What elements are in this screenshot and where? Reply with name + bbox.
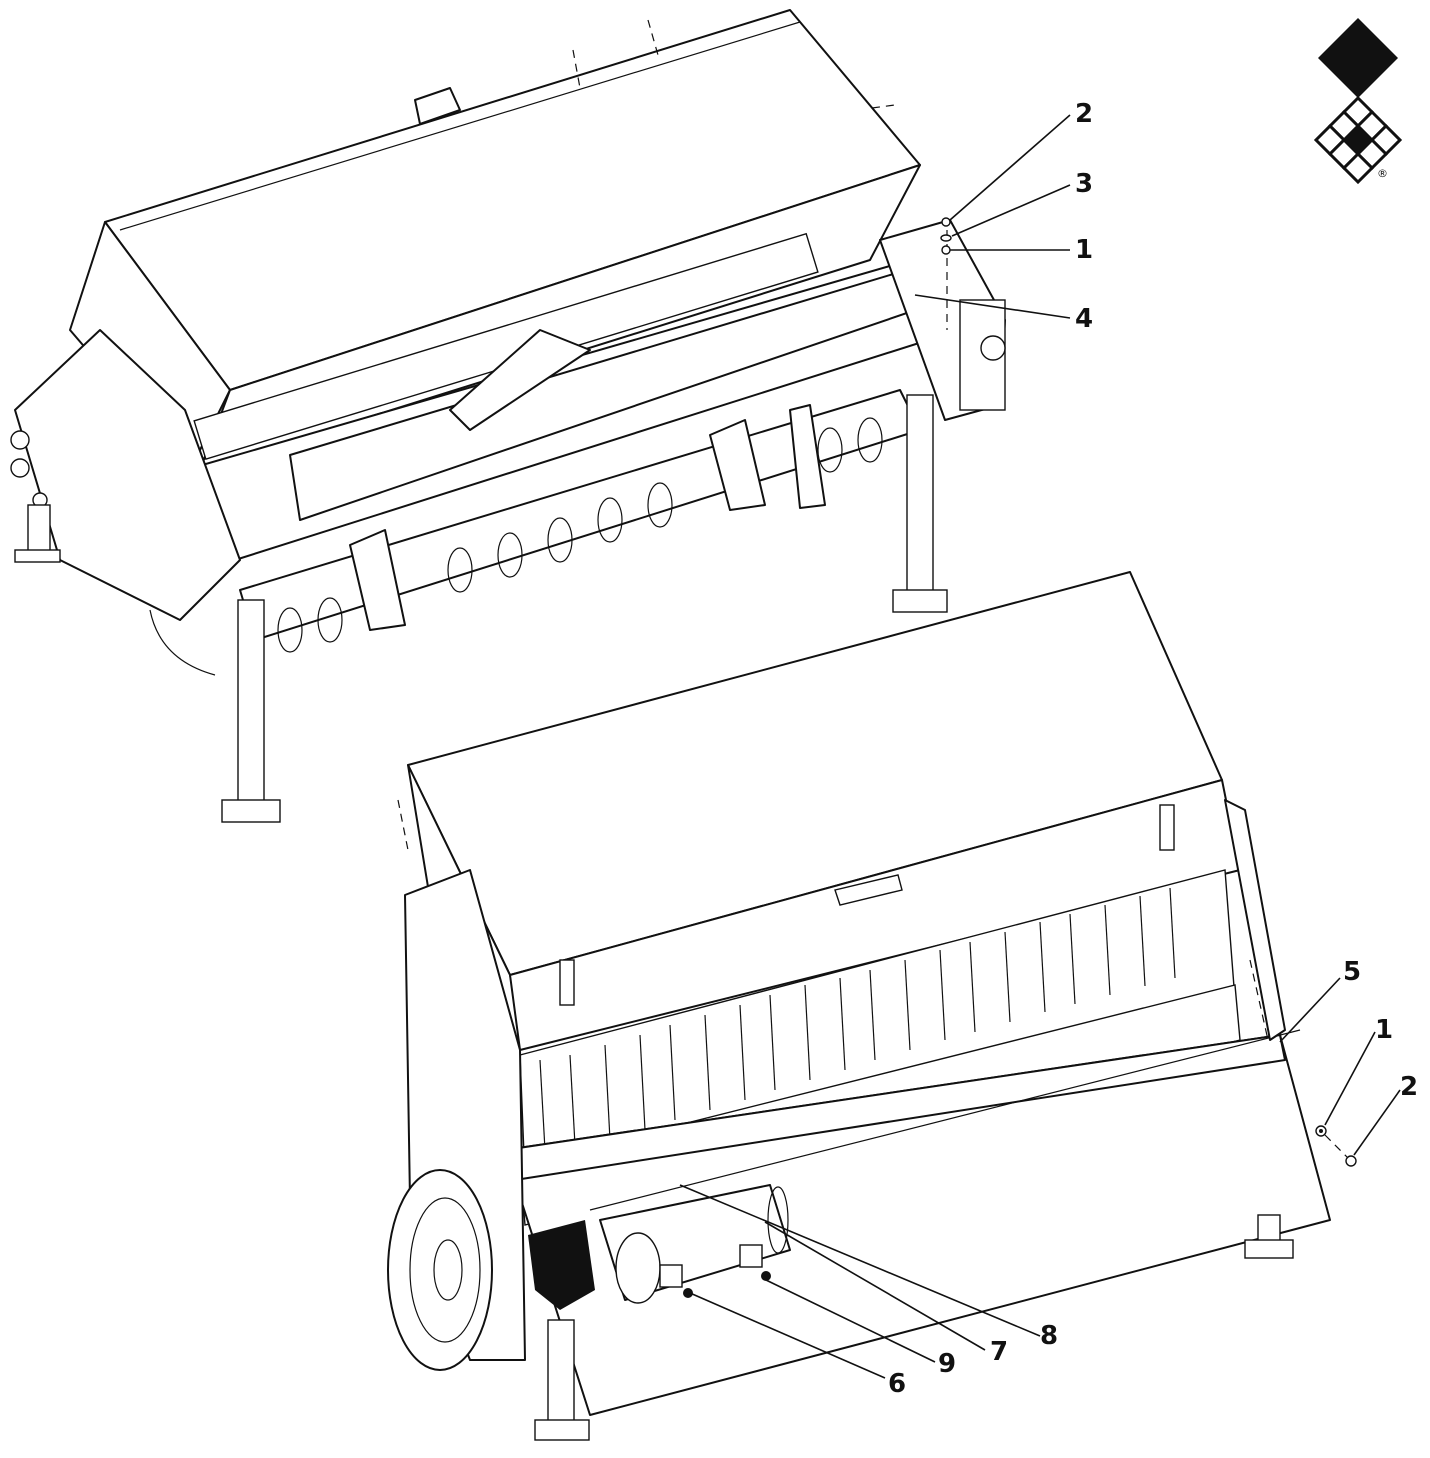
callout-bottom-7: 7 [990, 1337, 1008, 1367]
registered-mark: ® [1377, 167, 1388, 180]
callout-bottom-1: 1 [1375, 1015, 1393, 1045]
diamond-grid-logo-icon: ® [1313, 18, 1403, 185]
callout-leaders [679, 114, 1401, 1379]
callout-top-1: 1 [1075, 235, 1093, 265]
callout-labels: 2 3 1 4 5 1 2 8 7 9 6 [888, 99, 1418, 1399]
top-hardware-stack [940, 217, 952, 255]
callout-bottom-9: 9 [938, 1349, 956, 1379]
callout-bottom-2: 2 [1400, 1072, 1418, 1102]
callout-top-3: 3 [1075, 169, 1093, 199]
callout-bottom-8: 8 [1040, 1321, 1058, 1351]
callout-bottom-6: 6 [888, 1369, 906, 1399]
top-machine-drawing [10, 9, 1006, 823]
callout-top-2: 2 [1075, 99, 1093, 129]
bottom-hardware-stack [1315, 1125, 1357, 1167]
callout-top-4: 4 [1075, 304, 1093, 334]
bottom-machine-drawing [387, 571, 1349, 1441]
callout-bottom-5: 5 [1343, 957, 1361, 987]
